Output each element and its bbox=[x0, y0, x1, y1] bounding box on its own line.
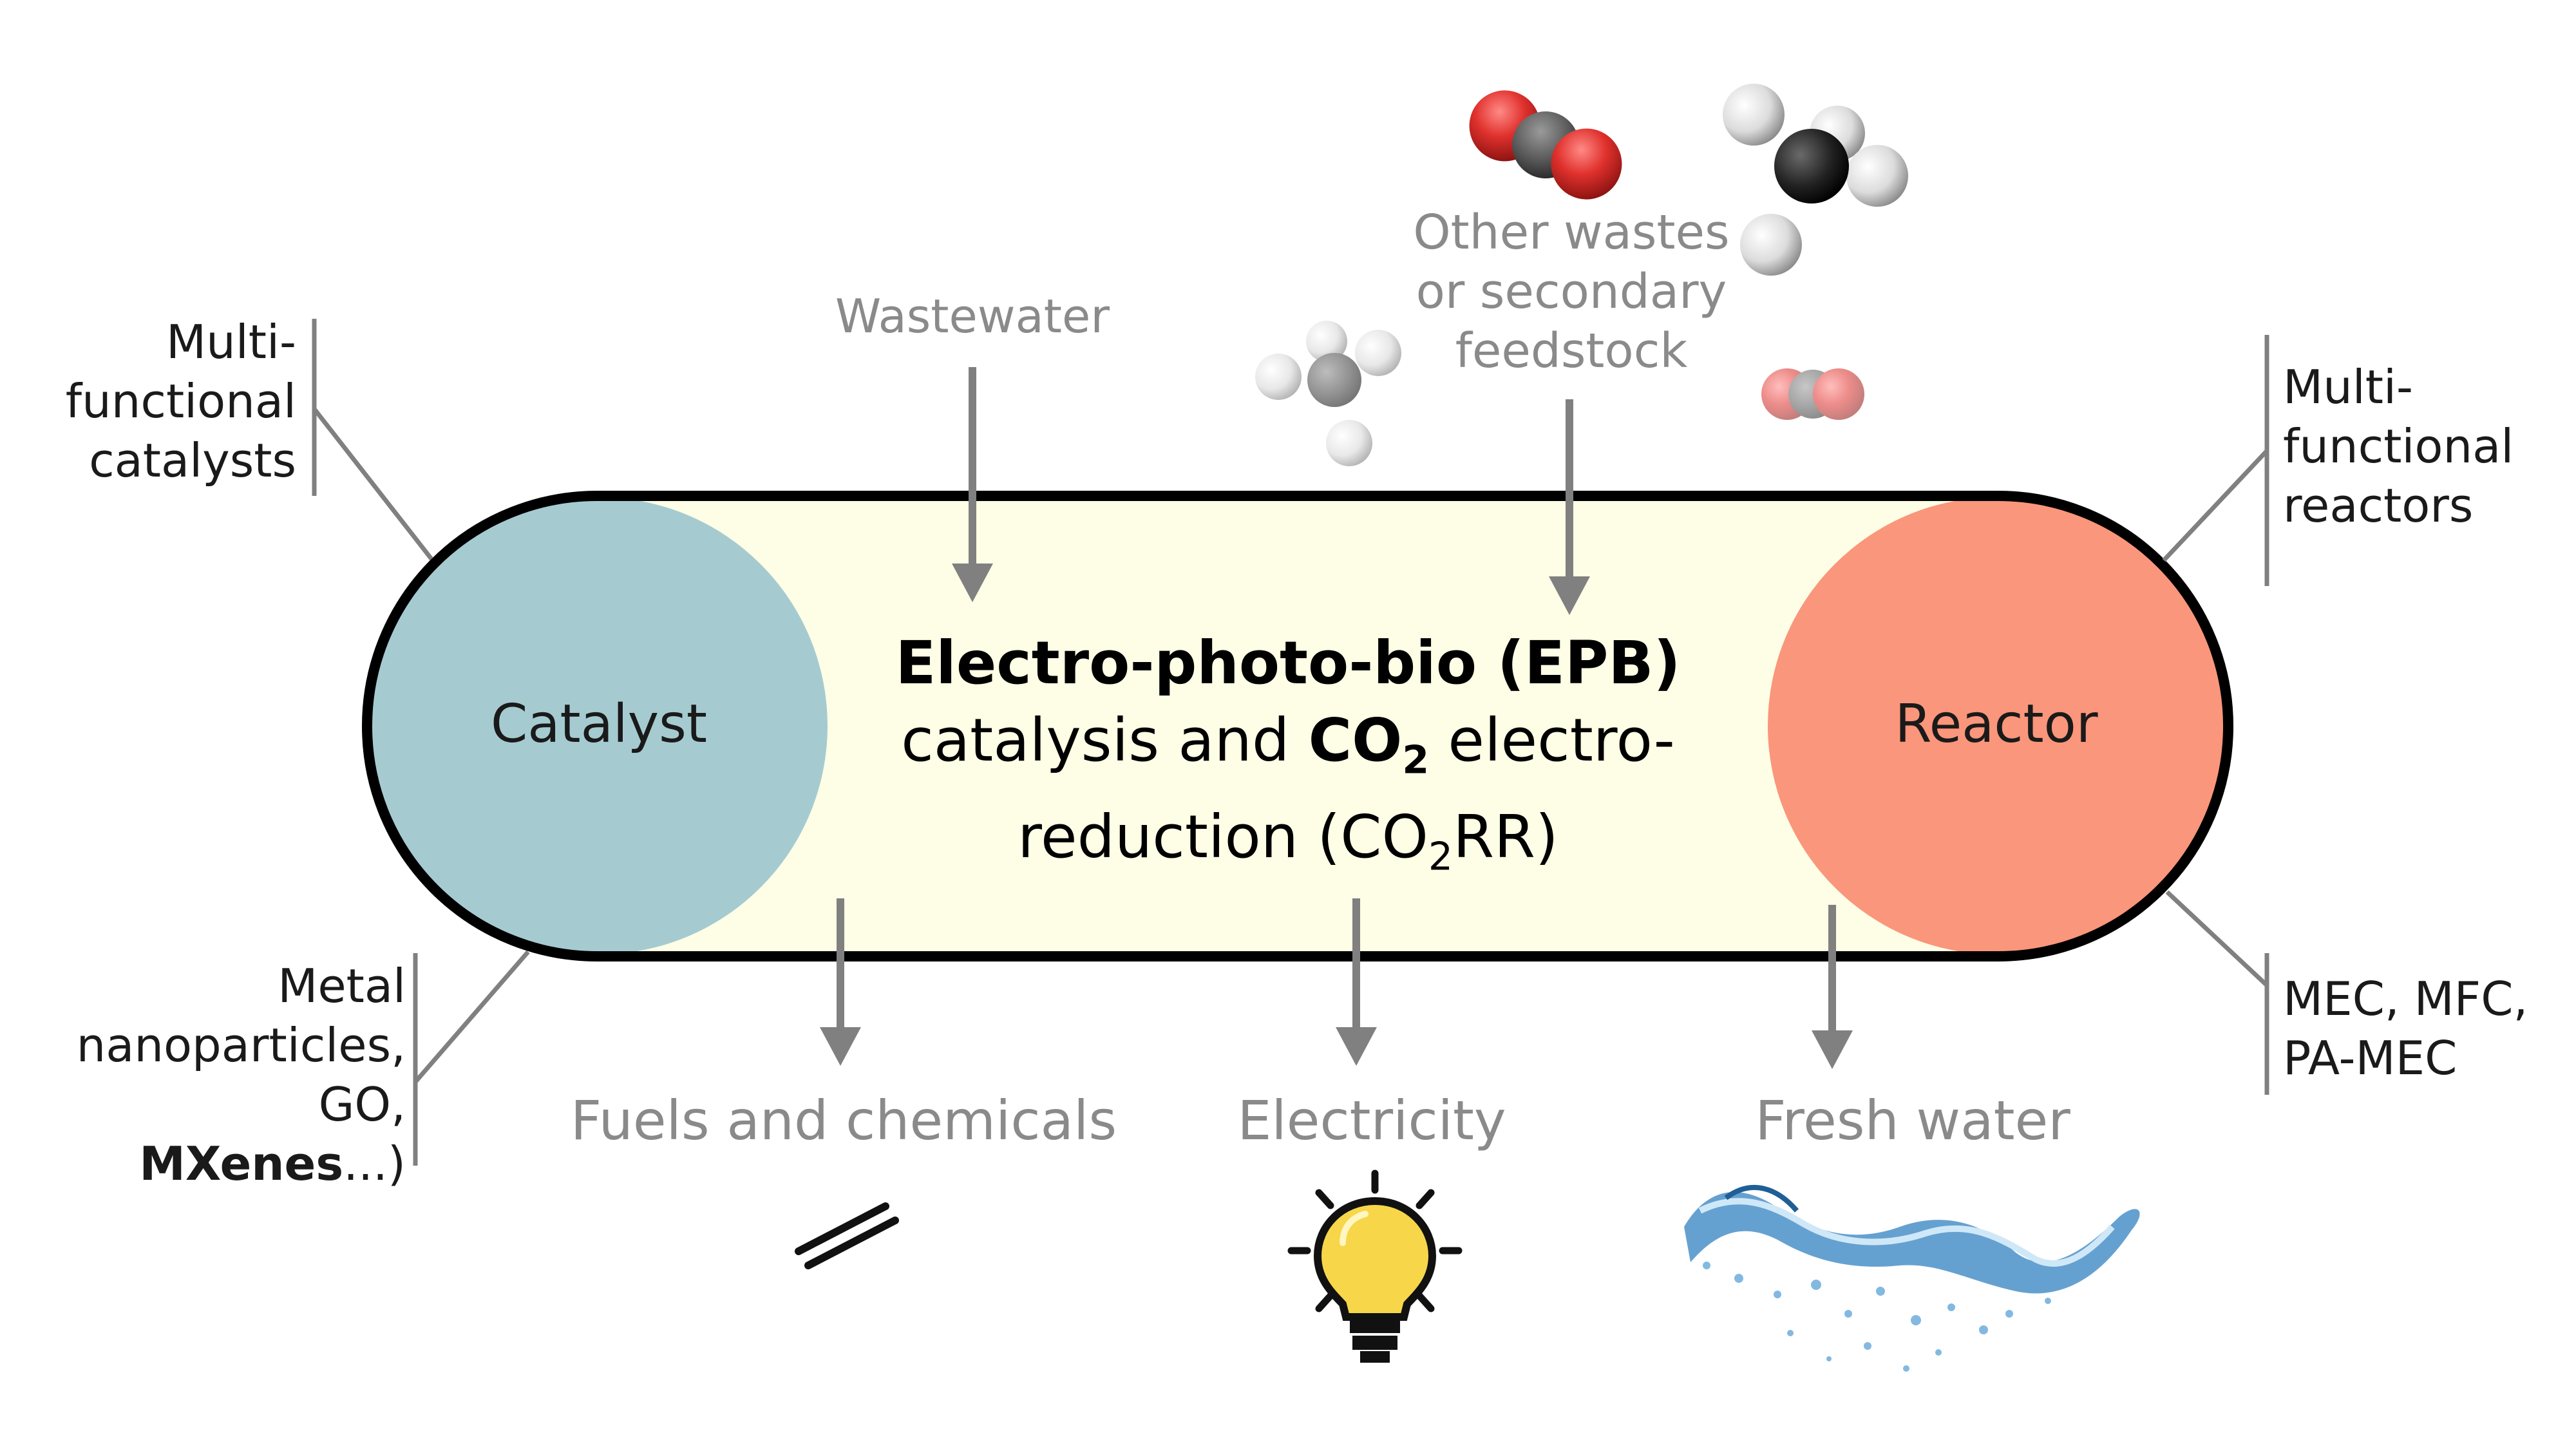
catalyst-examples-label: Metal nanoparticles, GO, MXenes...) bbox=[76, 959, 406, 1191]
catalyst-label: Catalyst bbox=[490, 694, 708, 755]
bottom-left-bracket bbox=[413, 950, 530, 1166]
methane-molecule-icon bbox=[1723, 84, 1908, 276]
other-wastes-arrow bbox=[1549, 399, 1590, 615]
bottom-right-bracket bbox=[2165, 890, 2269, 1095]
wastewater-arrow bbox=[952, 367, 993, 602]
electricity-arrow bbox=[1336, 898, 1377, 1066]
center-line-2: catalysis and CO2 electro- bbox=[901, 706, 1675, 783]
center-title-block: Electro-photo-bio (EPB) catalysis and CO… bbox=[837, 625, 1739, 896]
water-splash-icon bbox=[1684, 1185, 2140, 1372]
catalyst-circle bbox=[370, 497, 828, 954]
process-capsule bbox=[362, 491, 2233, 961]
other-wastes-label: Other wastes or secondary feedstock bbox=[1413, 205, 1730, 379]
electricity-label: Electricity bbox=[1237, 1089, 1506, 1152]
fuels-arrow bbox=[820, 898, 861, 1066]
methane-molecule-icon bbox=[1255, 321, 1401, 466]
reactor-label: Reactor bbox=[1895, 694, 2098, 755]
multifunctional-reactors-label: Multi- functional reactors bbox=[2283, 360, 2514, 533]
wastewater-label: Wastewater bbox=[835, 289, 1110, 343]
co2-molecule-icon bbox=[1469, 90, 1622, 200]
center-title: Electro-photo-bio (EPB) bbox=[895, 629, 1681, 697]
top-left-bracket bbox=[312, 319, 433, 561]
fresh-water-arrow bbox=[1812, 905, 1853, 1069]
multifunctional-catalysts-label: Multi- functional catalysts bbox=[65, 315, 296, 488]
light-bulb-icon bbox=[1287, 1170, 1463, 1363]
double-bond-icon bbox=[795, 1202, 899, 1269]
reactor-circle bbox=[1768, 497, 2225, 954]
fuels-label: Fuels and chemicals bbox=[570, 1089, 1117, 1152]
fresh-water-label: Fresh water bbox=[1755, 1089, 2070, 1152]
reactor-examples-label: MEC, MFC, PA-MEC bbox=[2283, 972, 2528, 1085]
co2-molecule-icon bbox=[1761, 368, 1864, 420]
top-right-bracket bbox=[2162, 335, 2269, 586]
center-line-3: reduction (CO2RR) bbox=[1018, 802, 1558, 880]
